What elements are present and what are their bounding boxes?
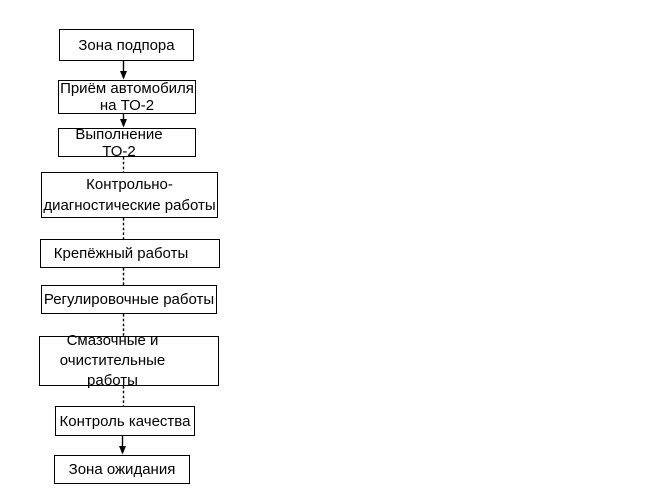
node-krepezhnyj-raboty: Крепёжный работы: [40, 239, 220, 268]
node-kontrol-kachestva: Контроль качества: [55, 406, 195, 436]
node-kontrolno-diagnosticheskie-raboty: Контрольно- диагностические работы: [41, 172, 218, 218]
node-vypolnenie-to2: Выполнение ТО-2: [58, 126, 196, 160]
node-priem-avtomobilya-na-to2: Приём автомобиля на ТО-2: [58, 80, 196, 114]
node-smazochnye-i-ochistitelnye-raboty: Смазочные и очистительные работы: [39, 332, 219, 389]
node-regulirovochnye-raboty: Регулировочные работы: [41, 285, 217, 314]
node-zona-podpora: Зона подпора: [59, 29, 194, 61]
node-zona-ozhidaniya: Зона ожидания: [54, 455, 190, 484]
